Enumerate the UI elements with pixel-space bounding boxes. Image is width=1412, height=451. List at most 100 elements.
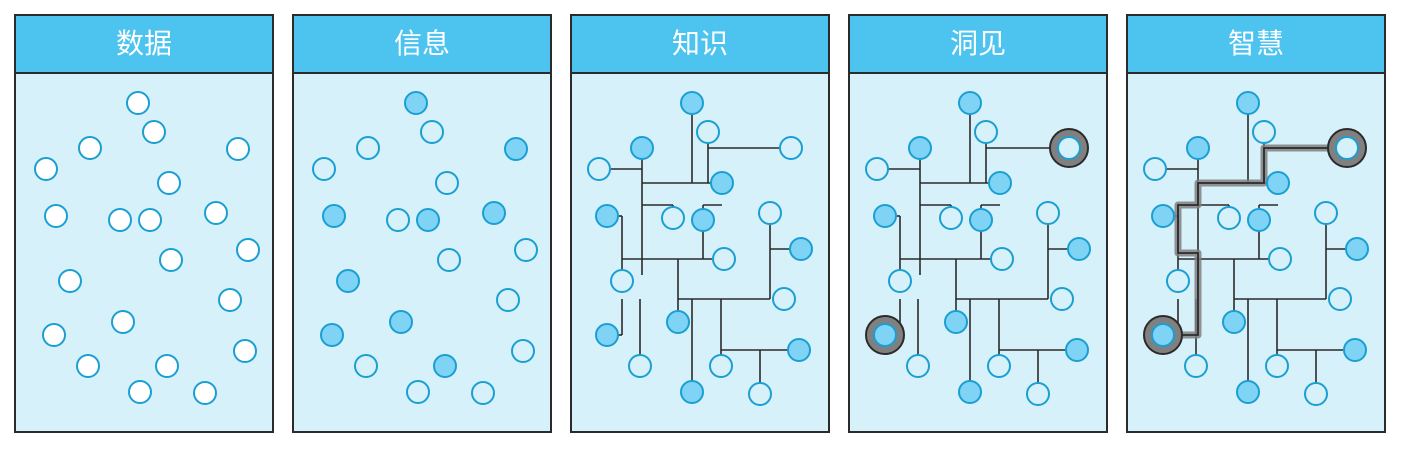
wisdom-node	[1151, 323, 1175, 347]
data-node	[226, 137, 250, 161]
wisdom-node	[1166, 269, 1190, 293]
data-node	[44, 204, 68, 228]
wisdom-node	[1304, 382, 1328, 406]
panel-information-diagram	[312, 91, 538, 405]
data-node	[78, 136, 102, 160]
panel-title-insight: 洞见	[850, 16, 1106, 74]
wisdom-path-halo	[1163, 144, 1347, 339]
insight-node	[1057, 136, 1081, 160]
panel-wisdom-diagram	[1143, 91, 1369, 406]
insight-node	[939, 206, 963, 230]
panel-knowledge-diagram	[587, 91, 813, 406]
wisdom-node	[1236, 91, 1260, 115]
data-node	[34, 157, 58, 181]
knowledge-node	[680, 380, 704, 404]
data-node	[236, 238, 260, 262]
wisdom-node	[1268, 247, 1292, 271]
knowledge-node	[758, 201, 782, 225]
insight-node	[1067, 237, 1091, 261]
information-node	[437, 248, 461, 272]
knowledge-node	[630, 136, 654, 160]
knowledge-node	[789, 237, 813, 261]
wisdom-node	[1184, 354, 1208, 378]
data-node	[76, 354, 100, 378]
information-node	[433, 354, 457, 378]
data-node	[111, 310, 135, 334]
insight-node	[990, 247, 1014, 271]
data-node	[193, 381, 217, 405]
panel-data-diagram	[34, 91, 260, 405]
information-node	[312, 157, 336, 181]
information-node	[514, 238, 538, 262]
information-node	[435, 171, 459, 195]
insight-node	[906, 354, 930, 378]
wisdom-node	[1265, 354, 1289, 378]
knowledge-node	[748, 382, 772, 406]
wisdom-node	[1151, 204, 1175, 228]
data-node	[128, 380, 152, 404]
wisdom-node	[1222, 310, 1246, 334]
data-node	[155, 354, 179, 378]
panel-title-knowledge: 知识	[572, 16, 828, 74]
information-node	[482, 201, 506, 225]
panel-title-wisdom: 智慧	[1128, 16, 1384, 74]
insight-node	[873, 323, 897, 347]
insight-node	[865, 157, 889, 181]
insight-node	[944, 310, 968, 334]
knowledge-node	[712, 247, 736, 271]
panel-data: 数据	[14, 14, 274, 433]
insight-node	[1065, 338, 1089, 362]
insight-node	[1026, 382, 1050, 406]
knowledge-node	[710, 171, 734, 195]
wisdom-node	[1328, 287, 1352, 311]
information-node	[320, 323, 344, 347]
knowledge-node	[666, 310, 690, 334]
information-node	[416, 208, 440, 232]
insight-node	[873, 204, 897, 228]
data-node	[204, 201, 228, 225]
insight-node	[1050, 287, 1074, 311]
information-node	[356, 136, 380, 160]
data-node	[58, 269, 82, 293]
information-node	[354, 354, 378, 378]
wisdom-path	[1163, 147, 1347, 336]
knowledge-node	[628, 354, 652, 378]
knowledge-node	[661, 206, 685, 230]
data-node	[138, 208, 162, 232]
knowledge-node	[691, 208, 715, 232]
information-node	[404, 91, 428, 115]
insight-node	[988, 171, 1012, 195]
information-node	[386, 208, 410, 232]
knowledge-node	[610, 269, 634, 293]
information-node	[420, 120, 444, 144]
panel-title-data: 数据	[16, 16, 272, 74]
insight-node	[987, 354, 1011, 378]
information-node	[336, 269, 360, 293]
knowledge-node	[696, 120, 720, 144]
data-node	[42, 323, 66, 347]
panel-information: 信息	[292, 14, 552, 433]
wisdom-node	[1186, 136, 1210, 160]
information-node	[471, 381, 495, 405]
panel-insight-diagram	[865, 91, 1091, 406]
knowledge-node	[595, 204, 619, 228]
insight-node	[969, 208, 993, 232]
wisdom-node	[1345, 237, 1369, 261]
knowledge-node	[772, 287, 796, 311]
panel-insight: 洞见	[848, 14, 1108, 433]
information-node	[511, 339, 535, 363]
wisdom-node	[1266, 171, 1290, 195]
data-node	[126, 91, 150, 115]
insight-node	[888, 269, 912, 293]
wisdom-node	[1247, 208, 1271, 232]
information-node	[496, 288, 520, 312]
data-node	[159, 248, 183, 272]
information-node	[406, 380, 430, 404]
insight-node	[1036, 201, 1060, 225]
wisdom-node	[1217, 206, 1241, 230]
wisdom-node	[1236, 380, 1260, 404]
knowledge-node	[709, 354, 733, 378]
wisdom-node	[1314, 201, 1338, 225]
data-node	[157, 171, 181, 195]
insight-node	[958, 380, 982, 404]
